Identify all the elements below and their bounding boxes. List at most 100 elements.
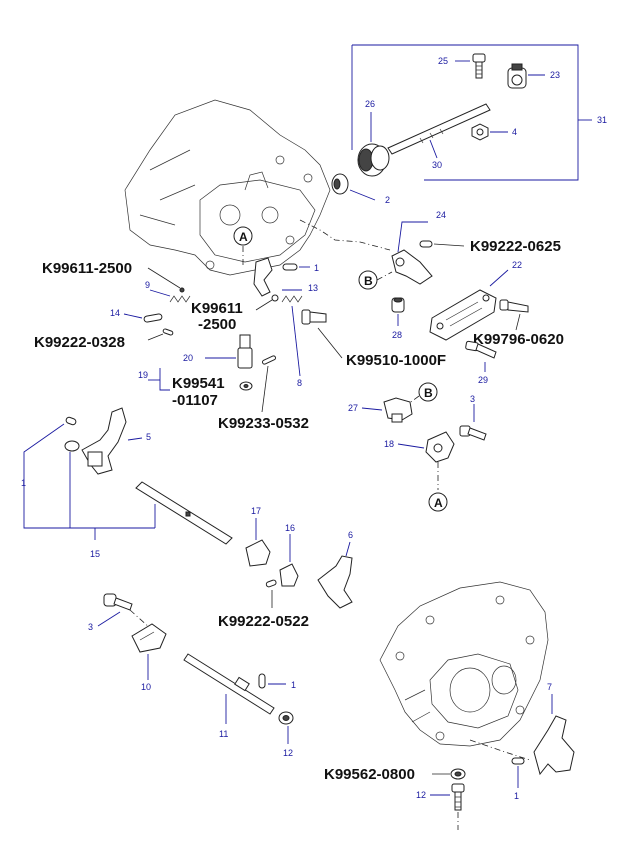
part-number-k99541-01107-line2: -01107 <box>172 392 218 409</box>
shift-fork-6 <box>317 555 353 609</box>
seal-12-a <box>278 711 294 725</box>
lever-13 <box>253 257 273 297</box>
bushing-16 <box>279 563 299 587</box>
assembly-31-group: 31 25 23 30 4 <box>351 44 607 181</box>
callout-28: 28 <box>392 330 402 340</box>
plunger-20 <box>237 334 253 369</box>
part-number-k99233-0532: K99233-0532 <box>218 415 309 432</box>
fitting-23 <box>507 63 527 89</box>
callout-5: 5 <box>146 432 151 442</box>
reference-b-left: B <box>358 270 378 290</box>
bushing-17 <box>245 539 271 567</box>
callout-23: 23 <box>550 70 560 80</box>
reference-a-bottom: A <box>428 492 448 512</box>
callout-31: 31 <box>597 115 607 125</box>
shift-rod-15 <box>135 481 233 545</box>
lever-18 <box>425 431 455 463</box>
pin-1-upper <box>282 263 298 271</box>
shift-rod-11 <box>183 653 275 715</box>
part-number-k99611-2500-b-line2: -2500 <box>198 316 236 333</box>
pin-k99233-0532 <box>261 355 277 365</box>
callout-26: 26 <box>365 99 375 109</box>
bolt-k99796-0620 <box>499 299 529 313</box>
svg-text:B: B <box>424 386 433 400</box>
washer-k99541 <box>239 381 253 391</box>
callout-2: 2 <box>385 195 390 205</box>
lever-27 <box>383 397 413 423</box>
part-number-k99541-01107-line1: K99541 <box>172 375 225 392</box>
part-number-k99222-0328: K99222-0328 <box>34 334 125 351</box>
part-number-k99562-0800: K99562-0800 <box>324 766 415 783</box>
callout-29: 29 <box>478 375 488 385</box>
callout-22: 22 <box>512 260 522 270</box>
detent-ball <box>271 294 279 302</box>
callout-12-a: 12 <box>283 748 293 758</box>
callout-17: 17 <box>251 506 261 516</box>
callout-3-a: 3 <box>470 394 475 404</box>
callout-9: 9 <box>145 280 150 290</box>
transmission-case-upper <box>124 99 331 276</box>
bolt-3-lower <box>103 593 133 611</box>
bolt-3-upper <box>459 425 487 441</box>
washer-k99562-0800 <box>450 768 466 780</box>
svg-text:B: B <box>364 274 373 288</box>
svg-text:A: A <box>239 230 248 244</box>
part-number-k99611-2500: K99611-2500 <box>42 260 132 277</box>
callout-25: 25 <box>438 56 448 66</box>
bushing-28 <box>391 297 405 313</box>
bolt-29 <box>465 340 497 359</box>
callout-12-b: 12 <box>416 790 426 800</box>
callout-8: 8 <box>297 378 302 388</box>
shift-fork-5 <box>81 407 127 475</box>
gear-26 <box>357 143 390 177</box>
callout-14: 14 <box>110 308 120 318</box>
assembly-31-box <box>352 44 579 181</box>
callout-24: 24 <box>436 210 446 220</box>
callout-20: 20 <box>183 353 193 363</box>
pin-1-lower-b <box>511 757 525 765</box>
callout-1-d: 1 <box>514 791 519 801</box>
callout-1-c: 1 <box>291 680 296 690</box>
part-number-k99222-0522: K99222-0522 <box>218 613 309 630</box>
pin-k99222-0625 <box>419 240 433 248</box>
part-number-k99611-2500-b-line1: K99611 <box>191 300 243 317</box>
nut-4 <box>471 123 489 141</box>
callout-1-a: 1 <box>314 263 319 273</box>
pin-1-left-b <box>64 440 80 452</box>
callout-16: 16 <box>285 523 295 533</box>
spring-9 <box>169 295 191 303</box>
svg-text:A: A <box>434 496 443 510</box>
spring-8 <box>281 295 303 303</box>
callout-18: 18 <box>384 439 394 449</box>
part-number-k99796-0620: K99796-0620 <box>473 331 564 348</box>
callout-3-b: 3 <box>88 622 93 632</box>
callout-19: 19 <box>138 370 148 380</box>
pin-1-lower-a <box>258 673 266 689</box>
shift-fork-7 <box>533 715 575 776</box>
pin-14 <box>143 313 163 323</box>
reference-a-top: A <box>233 226 253 246</box>
callout-13: 13 <box>308 283 318 293</box>
callout-27: 27 <box>348 403 358 413</box>
callout-4: 4 <box>512 127 517 137</box>
pin-k99222-0328 <box>162 328 174 336</box>
bracket-10 <box>131 623 167 653</box>
callout-10: 10 <box>141 682 151 692</box>
lever-24 <box>391 249 433 285</box>
reference-b-right: B <box>418 382 438 402</box>
part-number-k99222-0625: K99222-0625 <box>470 238 561 255</box>
callout-30: 30 <box>432 160 442 170</box>
callout-6: 6 <box>348 530 353 540</box>
transmission-case-lower <box>379 581 549 747</box>
part-number-k99510-1000f: K99510-1000F <box>346 352 446 369</box>
pin-k99222-0522 <box>265 579 277 588</box>
callout-15: 15 <box>90 549 100 559</box>
seal-2 <box>331 173 349 195</box>
callout-1-b: 1 <box>21 478 26 488</box>
callout-11: 11 <box>219 729 228 739</box>
bolt-k99510-1000f <box>301 309 327 325</box>
callout-7: 7 <box>547 682 552 692</box>
bolt-12-lower <box>451 783 465 811</box>
bracket-plate-22 <box>429 289 497 341</box>
